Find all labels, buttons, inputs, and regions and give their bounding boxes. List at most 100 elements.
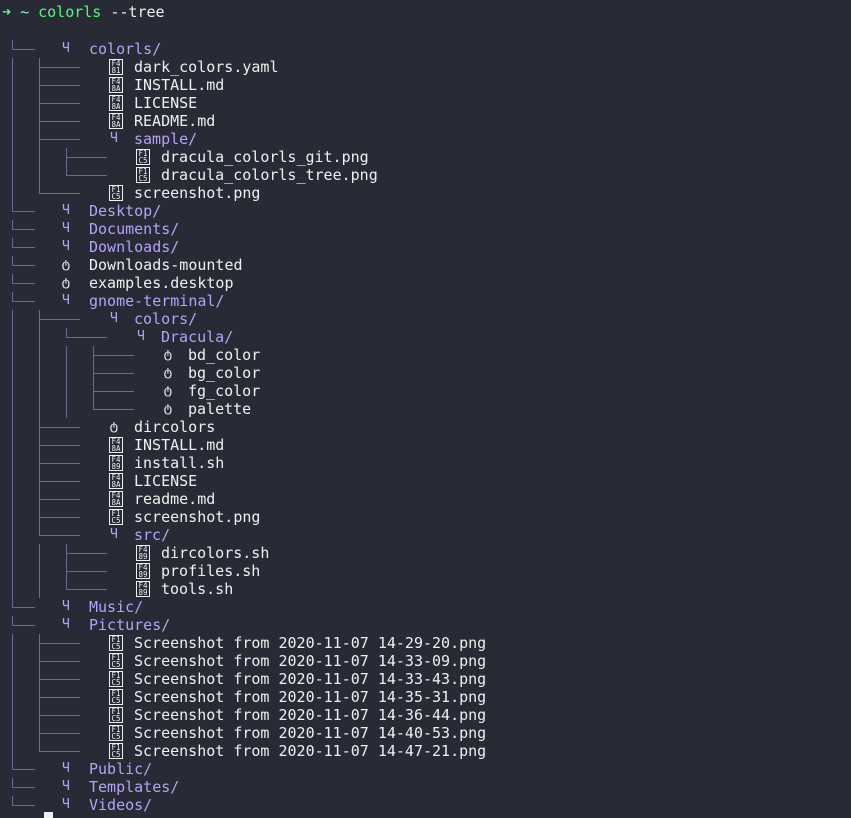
link-icon: ტ (164, 383, 172, 398)
terminal-cursor (44, 812, 53, 818)
glyph-code: F1C5 (111, 725, 121, 741)
tree-branch-line (12, 211, 35, 212)
tree-branch-line (39, 67, 80, 68)
glyph-code: F1C5 (111, 689, 121, 705)
file-name: bg_color (188, 364, 261, 382)
tree-elbow-line (12, 274, 13, 284)
tree-elbow-line (12, 256, 13, 266)
tree-elbow-line (12, 598, 13, 608)
file-glyph-icon: F1C5 (109, 689, 123, 705)
file-name: dircolors (134, 418, 216, 436)
glyph-code: F1C5 (111, 635, 121, 651)
tree-vertical-line (12, 526, 13, 544)
link-icon: ტ (110, 419, 118, 434)
file-name: LICENSE (134, 472, 198, 490)
tree-elbow-line (12, 616, 13, 626)
tree-row[interactable]: ტ dircolors (0, 418, 851, 436)
file-glyph-icon: F48A (109, 491, 123, 507)
directory-name: Videos/ (89, 796, 153, 814)
glyph-code: F1C5 (111, 653, 121, 669)
folder-icon: Ч (62, 617, 70, 632)
tree-branch-line (39, 499, 80, 500)
file-name: INSTALL.md (134, 76, 225, 94)
glyph-code: F489 (138, 563, 148, 579)
tree-branch-line (39, 733, 80, 734)
prompt-command: colorls (38, 3, 102, 21)
tree-row[interactable]: F48A readme.md (0, 490, 851, 508)
file-glyph-icon: F48A (109, 437, 123, 453)
directory-name: Documents/ (89, 220, 180, 238)
tree-vertical-line (66, 364, 67, 382)
tree-vertical-line (66, 346, 67, 364)
file-name: Screenshot from 2020-11-07 14-33-43.png (134, 670, 487, 688)
file-glyph-icon: F48A (109, 95, 123, 111)
tree-vertical-line (12, 742, 13, 760)
tree-branch-line (39, 85, 80, 86)
file-glyph-icon: F1C5 (136, 167, 150, 183)
glyph-code: F48A (111, 473, 121, 489)
tree-vertical-line (12, 652, 13, 670)
folder-icon: Ч (110, 311, 118, 326)
tree-elbow-line (66, 580, 67, 590)
tree-branch-line (12, 265, 35, 266)
tree-vertical-line (39, 148, 40, 166)
tree-vertical-line (12, 94, 13, 112)
tree-branch-line (66, 553, 107, 554)
tree-branch-line (39, 679, 80, 680)
directory-name: sample/ (134, 130, 198, 148)
file-name: readme.md (134, 490, 216, 508)
tree-vertical-line (12, 706, 13, 724)
tree-branch-line (12, 49, 35, 50)
glyph-code: F1C5 (111, 185, 121, 201)
file-glyph-icon: F1C5 (109, 671, 123, 687)
tree-branch-line (12, 625, 35, 626)
tree-branch-line (39, 715, 80, 716)
tree-row[interactable]: F48A LICENSE (0, 472, 851, 490)
prompt-cwd: ~ (20, 3, 30, 21)
file-name: install.sh (134, 454, 225, 472)
tree-branch-line (39, 445, 80, 446)
tree-vertical-line (12, 418, 13, 436)
tree-row[interactable]: F1C5 Screenshot from 2020-11-07 14-33-43.… (0, 670, 851, 688)
tree-vertical-line (12, 400, 13, 418)
